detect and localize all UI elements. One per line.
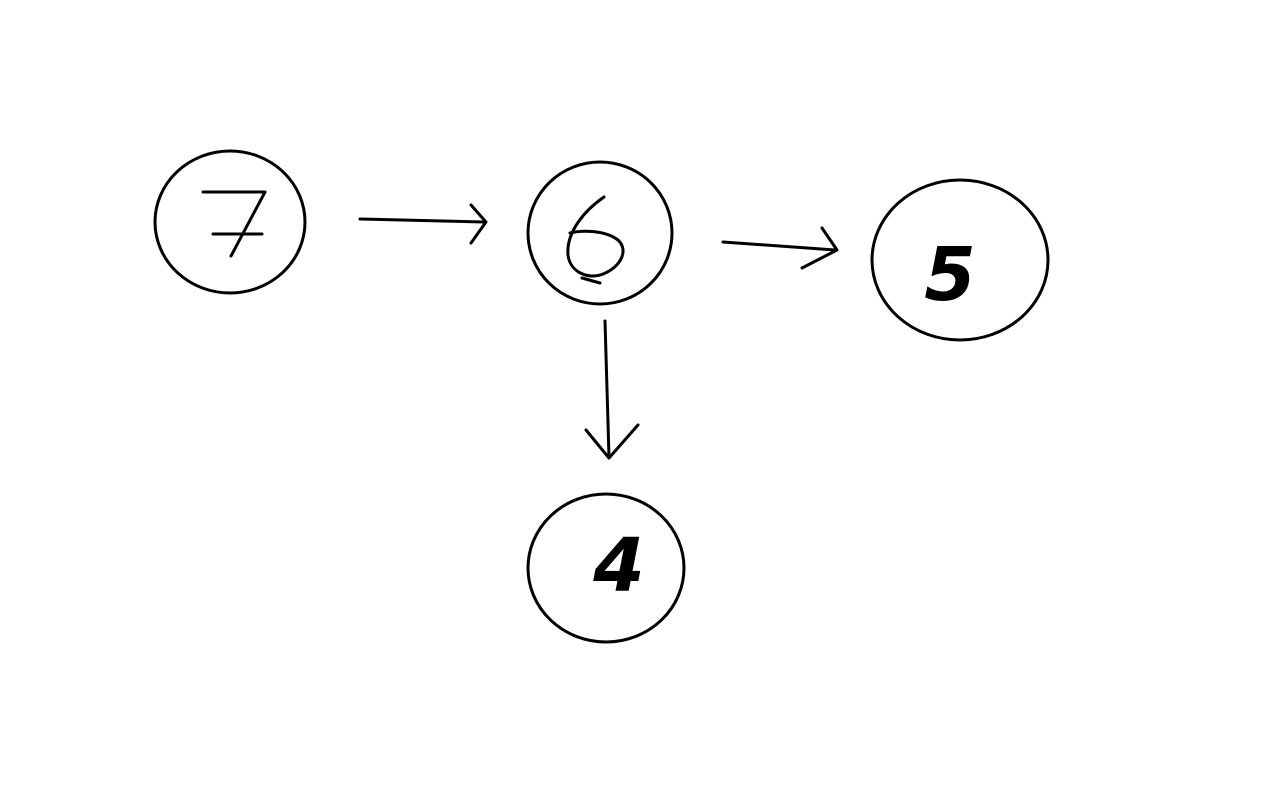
node-5-circle bbox=[870, 178, 1050, 342]
edge-7-to-6-arrow bbox=[358, 203, 488, 245]
node-7-circle bbox=[153, 149, 307, 295]
node-5-label: 5 bbox=[924, 232, 976, 318]
edge-6-to-4-arrow bbox=[584, 319, 640, 460]
node-6-handwritten-label bbox=[566, 195, 625, 285]
edge-6-to-5-arrow bbox=[721, 226, 839, 270]
node-4-label: 4 bbox=[592, 523, 645, 609]
node-4-circle bbox=[526, 492, 686, 644]
node-7 bbox=[153, 149, 307, 295]
node-4: 4 bbox=[526, 492, 686, 644]
node-5: 5 bbox=[870, 178, 1050, 342]
node-7-handwritten-label bbox=[201, 190, 267, 258]
node-6 bbox=[526, 160, 674, 306]
